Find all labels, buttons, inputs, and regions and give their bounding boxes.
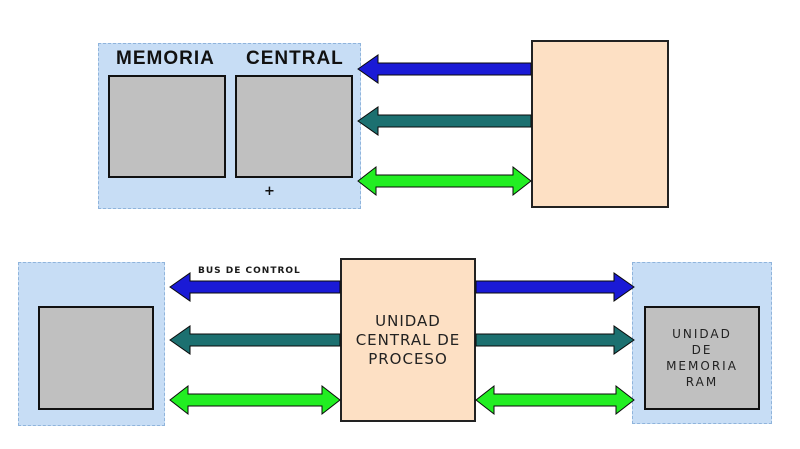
bottom-right-address-arrow [475, 325, 635, 355]
top-memory-block-left [108, 75, 226, 178]
memory-title-left: MEMORIA [116, 48, 215, 69]
bus-control-label: BUS DE CONTROL [198, 266, 301, 276]
memory-title-right: CENTRAL [246, 48, 344, 69]
plus-mark: + [264, 184, 275, 199]
top-processor-block [531, 40, 669, 208]
bottom-left-address-arrow [169, 325, 341, 355]
ram-block: UNIDAD DE MEMORIA RAM [644, 306, 760, 410]
bottom-right-control-arrow [475, 272, 635, 302]
bottom-left-data-arrow [169, 384, 341, 416]
top-data-arrow [357, 165, 532, 197]
cpu-block: UNIDAD CENTRAL DE PROCESO [340, 258, 476, 422]
left-device-block [38, 306, 154, 410]
bottom-right-data-arrow [475, 384, 635, 416]
top-control-arrow [357, 54, 532, 84]
top-address-arrow [357, 106, 532, 136]
top-memory-block-right [235, 75, 353, 178]
bottom-left-control-arrow [169, 272, 341, 302]
